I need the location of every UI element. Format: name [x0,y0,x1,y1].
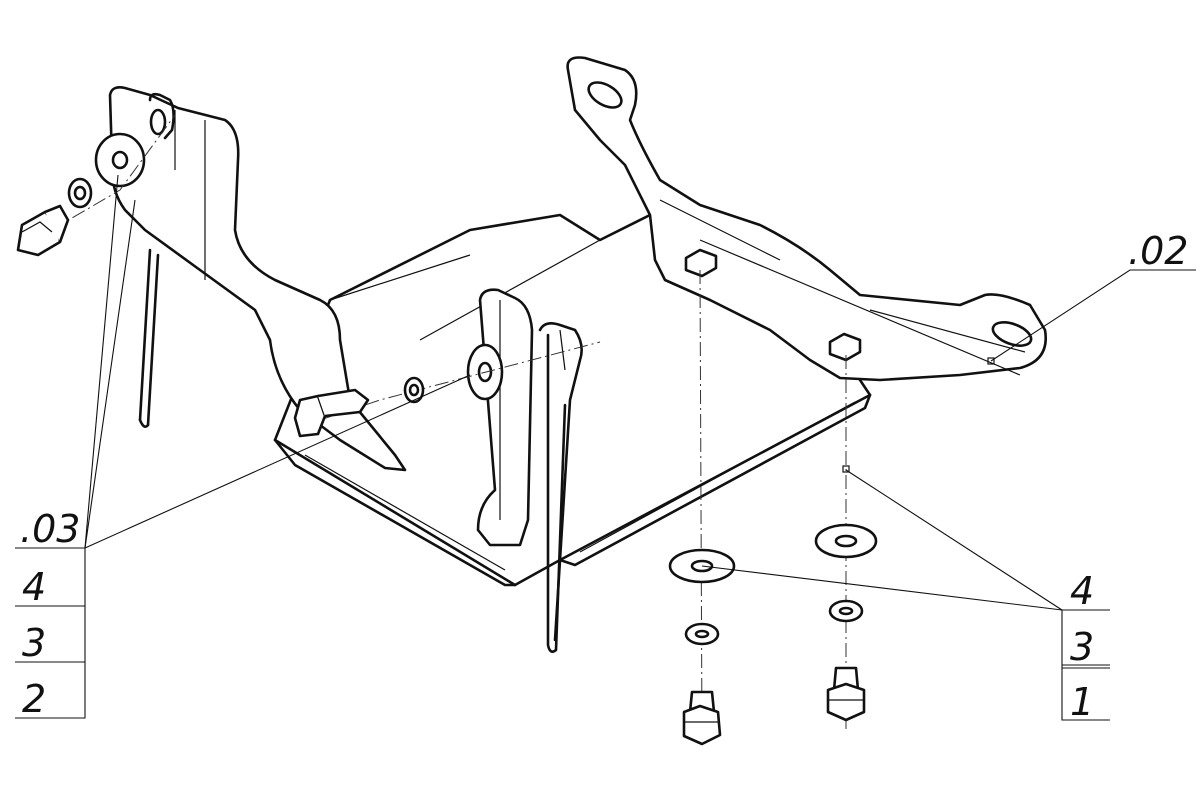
callout-left-row-2: 3 [22,621,46,665]
callout-left-row-1: 4 [22,565,46,609]
callout-left-ref: .03 [20,507,80,551]
marker-right [842,465,850,473]
left-bracket [94,86,407,472]
callout-right-row-2: 3 [1070,625,1094,669]
left-bolt-assembly [16,114,176,257]
marker-02 [987,357,995,365]
center-bracket [466,288,583,653]
center-bolt-assembly [293,341,601,438]
bottom-left-hardware [668,548,736,746]
left-vertical-axis [699,269,703,741]
callout-right-row-3: 1 [1070,680,1094,724]
bottom-right-hardware [814,523,878,722]
callout-left-row-3: 2 [22,677,46,721]
left-callout: .03 4 3 2 [15,174,471,721]
right-callout: 4 3 1 .02 [701,229,1196,724]
callout-right-row-1: 4 [1070,569,1094,613]
callout-right-ref: .02 [1128,229,1188,273]
right-top-bracket [566,56,1048,382]
